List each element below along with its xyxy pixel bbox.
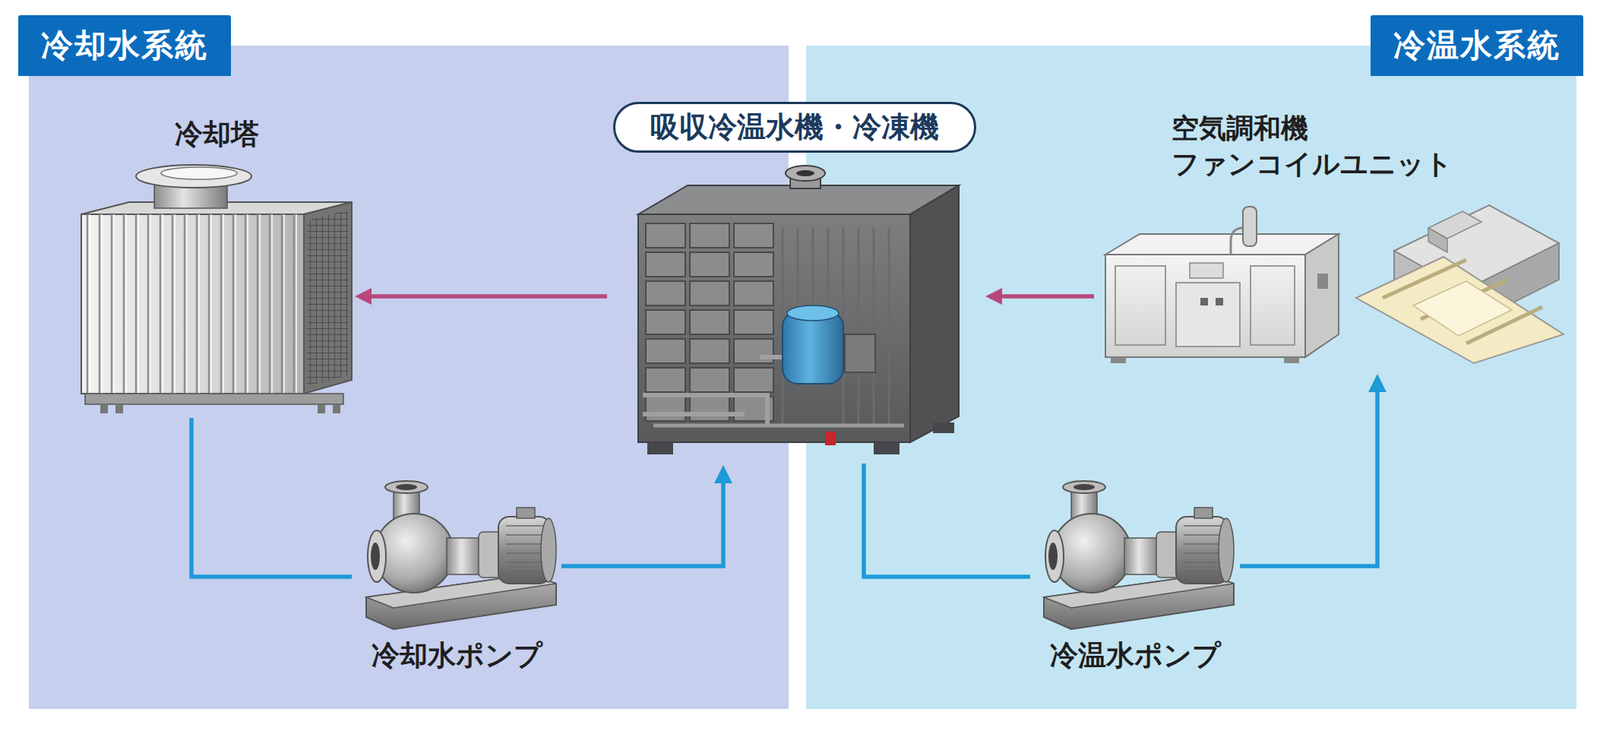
cooling-tower-figure	[115, 404, 124, 414]
water-pipe-line	[561, 483, 724, 567]
chilled-water-pump: 冷温水ポンプ	[1030, 471, 1240, 677]
cooling-tower-figure	[332, 404, 341, 414]
air-handling-unit-figure	[1200, 297, 1208, 306]
fan-coil-unit-figure	[1428, 211, 1482, 239]
absorption-chiller-figure	[873, 442, 900, 455]
water-pipe-line	[1239, 392, 1378, 567]
fan-coil-unit-figure	[1428, 227, 1448, 253]
air-handling-unit-figure	[1305, 233, 1339, 358]
equipment-label: 冷却塔	[174, 116, 260, 152]
absorption-chiller-figure	[638, 165, 959, 455]
cooling-tower-figure	[85, 393, 344, 405]
fan-coil-unit-figure	[1464, 243, 1559, 327]
air-handling-unit-figure	[1176, 282, 1240, 347]
fan-coil-unit-figure	[1356, 205, 1564, 364]
air-handling-unit-figure	[1115, 265, 1166, 345]
return-flow-arrow	[371, 294, 608, 299]
system-tab: 冷温水系統	[1370, 15, 1584, 76]
air-handling-unit-figure	[1230, 227, 1243, 255]
return-flow-arrow	[1002, 294, 1095, 299]
equipment-label: 冷温水ポンプ	[1049, 638, 1221, 674]
air-handling-unit-figure	[1242, 206, 1257, 247]
absorption-chiller-figure	[790, 173, 821, 189]
cooling-tower-figure	[154, 180, 228, 209]
absorption-chiller-figure	[638, 214, 911, 443]
absorption-chiller-figure	[844, 334, 876, 373]
fan-coil-unit-figure	[1394, 250, 1465, 327]
chilled-water-pump-figure	[1043, 480, 1234, 630]
air-handling-unit-figure	[1250, 265, 1295, 345]
cooling-tower-figure	[81, 214, 304, 394]
air-handling-unit-figure	[1105, 233, 1339, 255]
fan-coil-unit-figure	[1413, 281, 1512, 336]
cooling-tower-figure	[161, 167, 238, 180]
cooling-tower-figure	[303, 202, 352, 394]
absorption-chiller-figure	[647, 442, 674, 455]
absorption-chiller-figure	[642, 357, 783, 426]
air-handling-unit-figure	[1110, 357, 1126, 364]
cooling-tower-figure	[81, 202, 352, 215]
absorption-chiller-figure	[653, 423, 905, 428]
absorption-chiller-figure	[782, 311, 844, 384]
equipment-pill-label: 吸収冷温水機・冷凍機	[613, 101, 977, 153]
system-tab: 冷却水系統	[18, 15, 231, 76]
cooling-tower-figure	[317, 404, 326, 414]
cooling-tower-figure	[81, 164, 352, 414]
absorption-chiller-figure	[796, 170, 815, 177]
absorption-chiller-figure	[782, 227, 889, 426]
air-handling-unit-figure	[1283, 357, 1300, 364]
water-pipe-line	[863, 463, 1031, 577]
air-handler-fan-coil: 空気調和機ファンコイルユニット	[1094, 106, 1569, 373]
absorption-chiller-figure	[787, 305, 839, 321]
cooling-tower-figure	[81, 214, 304, 394]
air-handling-unit-figure	[1105, 254, 1306, 358]
absorption-chiller-figure	[644, 221, 777, 424]
air-handling-unit-figure	[1317, 273, 1329, 289]
air-handling-unit-figure	[1189, 262, 1224, 279]
absorption-chiller-figure	[910, 185, 959, 443]
fan-coil-unit-figure	[1382, 259, 1543, 344]
air-handling-unit-figure	[1105, 206, 1339, 364]
equipment-label: ファンコイルユニット	[1171, 146, 1453, 183]
absorption-chiller: 吸収冷温水機・冷凍機	[607, 98, 983, 464]
fan-coil-unit-figure	[1394, 205, 1559, 291]
cooling-tower-figure	[135, 164, 252, 188]
cooling-water-pump: 冷却水ポンプ	[351, 471, 562, 677]
fan-coil-unit-figure	[1356, 256, 1564, 364]
cooling-tower: 冷却塔	[81, 113, 352, 418]
absorption-chiller-figure	[638, 185, 959, 215]
equipment-label: 冷却水ポンプ	[371, 638, 543, 674]
equipment-label: 空気調和機	[1171, 110, 1309, 147]
cooling-water-pump-figure	[366, 480, 557, 630]
absorption-chiller-figure	[825, 431, 836, 446]
cooling-tower-figure	[100, 404, 108, 414]
cooling-tower-figure	[306, 209, 349, 386]
absorption-chiller-figure	[932, 422, 955, 434]
absorption-chiller-figure	[785, 165, 826, 181]
air-handling-unit-figure	[1215, 297, 1224, 306]
water-pipe-line	[191, 417, 352, 577]
